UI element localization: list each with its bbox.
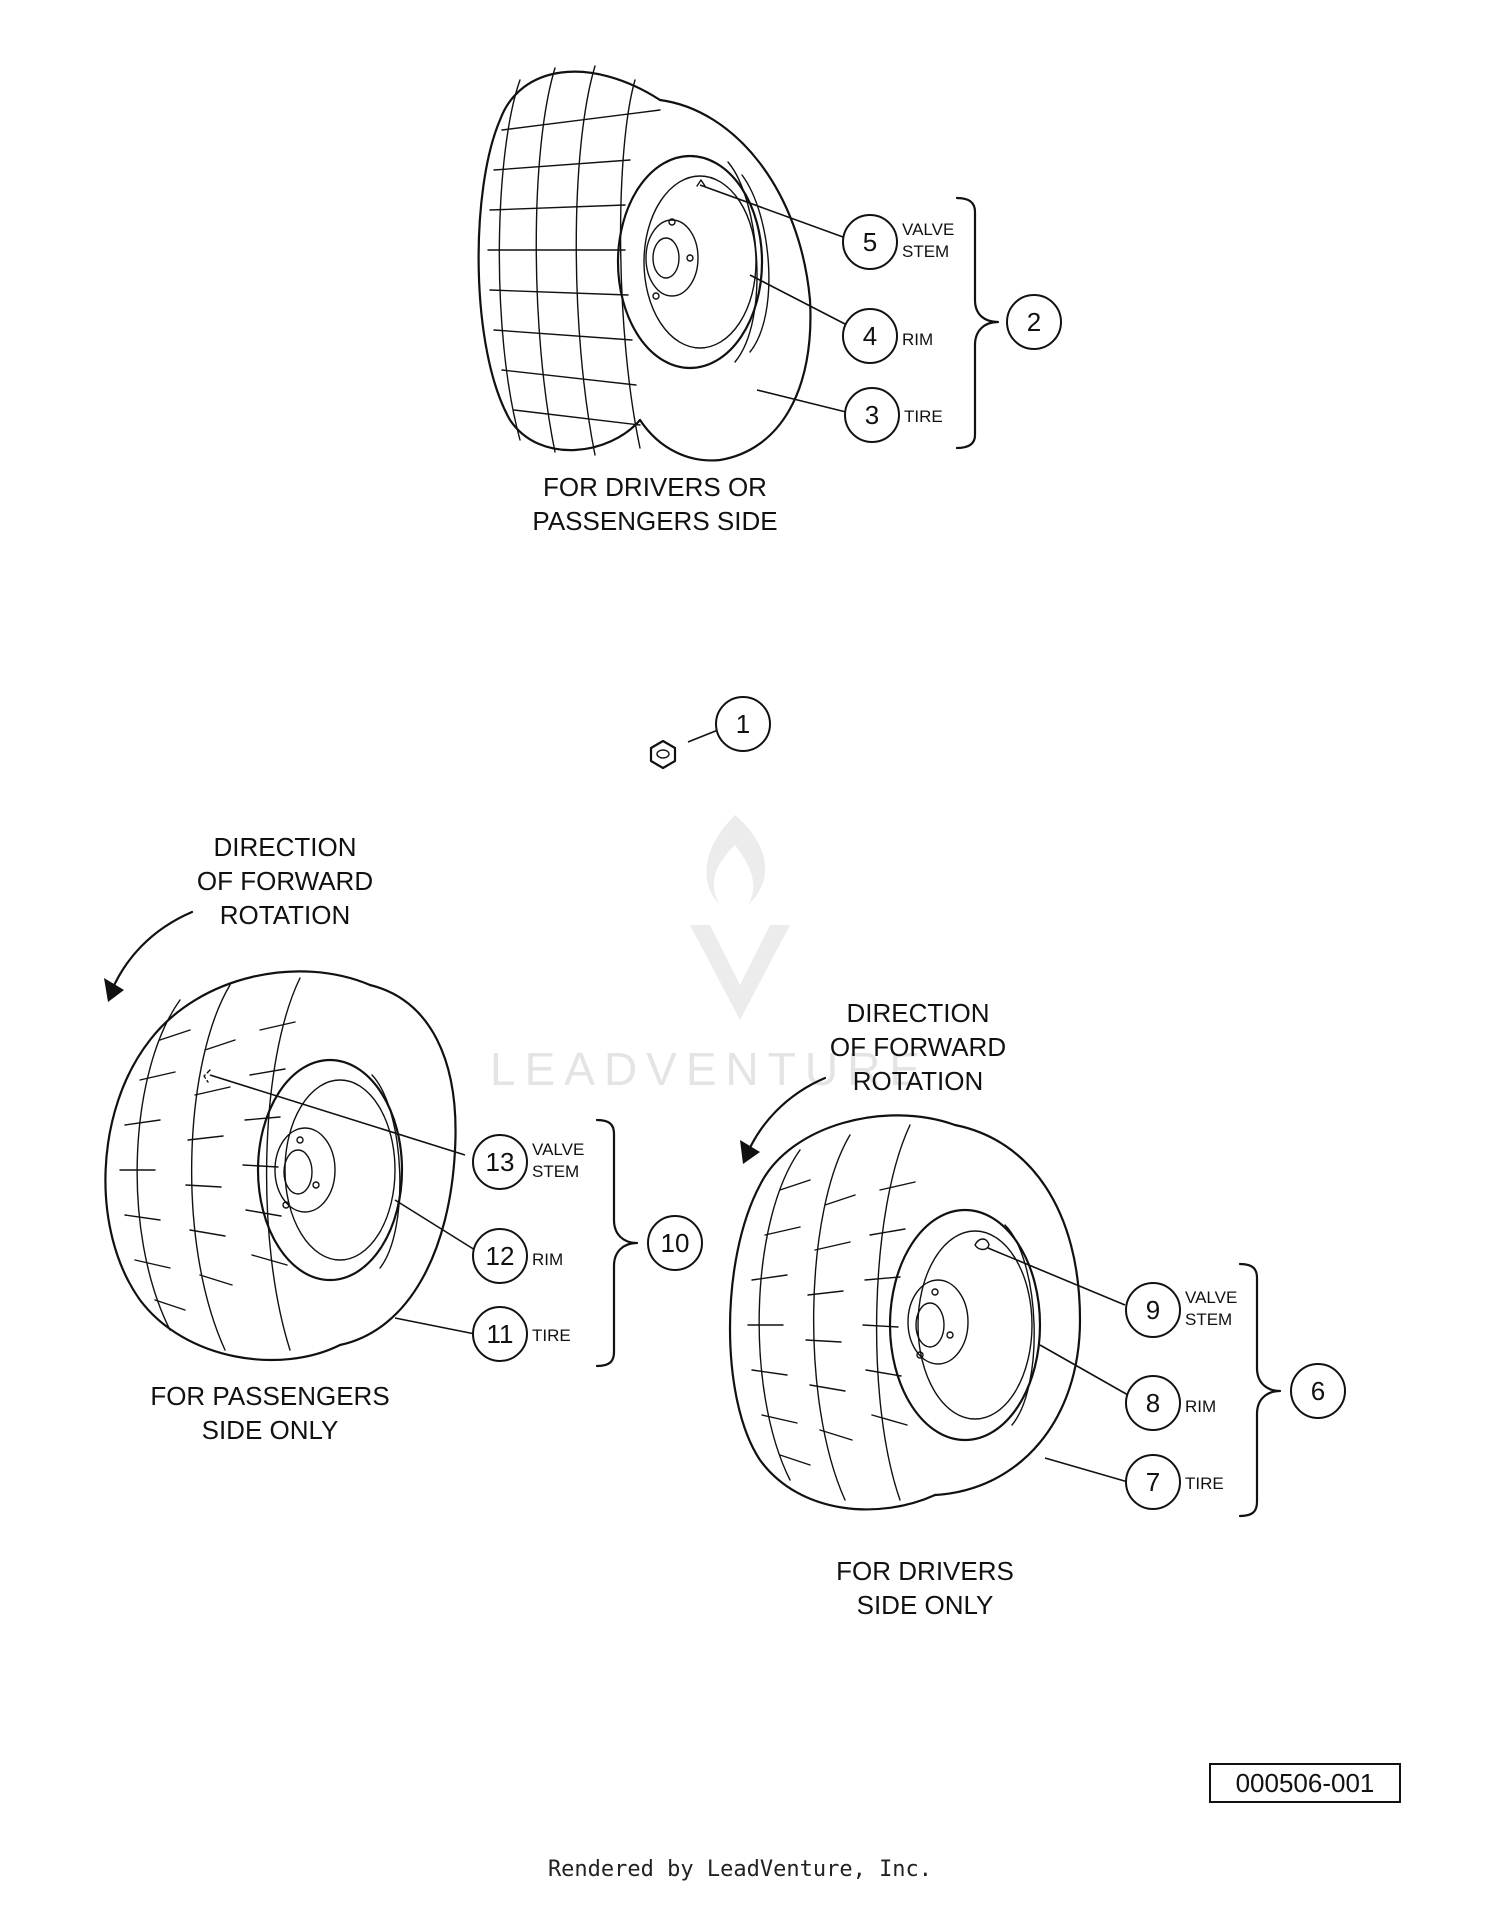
- svg-text:1: 1: [736, 709, 750, 739]
- left-rotation-arrow-icon: [104, 910, 194, 1002]
- caption-top-line1: FOR DRIVERS OR: [543, 472, 767, 502]
- svg-text:4: 4: [863, 321, 877, 351]
- caption-left-line1: FOR PASSENGERS: [150, 1381, 389, 1411]
- svg-text:STEM: STEM: [902, 242, 949, 261]
- nut-icon: [649, 739, 677, 770]
- right-valve-stem-icon: [974, 1238, 990, 1251]
- svg-text:8: 8: [1146, 1388, 1160, 1418]
- svg-text:3: 3: [865, 400, 879, 430]
- svg-text:VALVE: VALVE: [532, 1140, 584, 1159]
- svg-text:RIM: RIM: [1185, 1397, 1216, 1416]
- bracket-left: [595, 1118, 639, 1368]
- top-rim-icon: [616, 154, 770, 370]
- right-wheel: [728, 1114, 1082, 1511]
- left-wheel: [104, 970, 457, 1362]
- right-tire-icon: [728, 1114, 1082, 1511]
- svg-text:TIRE: TIRE: [532, 1326, 571, 1345]
- left-rim-icon: [256, 1058, 404, 1282]
- watermark-text: LEADVENTURE: [490, 1043, 929, 1095]
- callout-12[interactable]: 12 RIM: [472, 1228, 563, 1284]
- callout-8[interactable]: 8 RIM: [1125, 1375, 1216, 1431]
- svg-text:RIM: RIM: [902, 330, 933, 349]
- top-valve-stem-icon: [696, 179, 706, 187]
- svg-text:STEM: STEM: [1185, 1310, 1232, 1329]
- svg-text:ROTATION: ROTATION: [220, 900, 350, 930]
- svg-text:ROTATION: ROTATION: [853, 1066, 983, 1096]
- svg-text:TIRE: TIRE: [904, 407, 943, 426]
- svg-text:DIRECTION: DIRECTION: [214, 832, 357, 862]
- caption-right-line1: FOR DRIVERS: [836, 1556, 1014, 1586]
- callout-3[interactable]: 3 TIRE: [844, 387, 943, 443]
- right-rim-icon: [888, 1208, 1042, 1442]
- caption-right-line2: SIDE ONLY: [857, 1590, 994, 1620]
- svg-text:STEM: STEM: [532, 1162, 579, 1181]
- svg-text:9: 9: [1146, 1295, 1160, 1325]
- svg-text:11: 11: [487, 1319, 514, 1349]
- diagram-code: 000506-001: [1236, 1768, 1375, 1798]
- svg-text:OF FORWARD: OF FORWARD: [197, 866, 373, 896]
- svg-text:13: 13: [486, 1147, 515, 1177]
- right-rotation-label: DIRECTION OF FORWARD ROTATION: [830, 998, 1006, 1096]
- svg-text:DIRECTION: DIRECTION: [847, 998, 990, 1028]
- callout-7[interactable]: 7 TIRE: [1125, 1454, 1224, 1510]
- top-tire-tread-icon: [477, 65, 812, 462]
- svg-text:7: 7: [1146, 1467, 1160, 1497]
- svg-text:5: 5: [863, 227, 877, 257]
- left-tire-icon: [104, 970, 457, 1362]
- svg-text:OF FORWARD: OF FORWARD: [830, 1032, 1006, 1062]
- callout-5[interactable]: 5 VALVE STEM: [842, 214, 954, 270]
- svg-text:TIRE: TIRE: [1185, 1474, 1224, 1493]
- flame-logo-icon: [690, 815, 790, 1020]
- callout-13[interactable]: 13 VALVE STEM: [472, 1134, 584, 1190]
- svg-text:RIM: RIM: [532, 1250, 563, 1269]
- callout-9[interactable]: 9 VALVE STEM: [1125, 1282, 1237, 1338]
- caption-top-line2: PASSENGERS SIDE: [532, 506, 777, 536]
- footer-credit: Rendered by LeadVenture, Inc.: [548, 1857, 932, 1882]
- callout-4[interactable]: 4 RIM: [842, 308, 933, 364]
- svg-text:12: 12: [486, 1241, 515, 1271]
- bracket-top: [955, 196, 1000, 450]
- callout-10[interactable]: 10: [647, 1215, 703, 1271]
- right-rotation-arrow-icon: [740, 1076, 827, 1164]
- callout-11[interactable]: 11 TIRE: [472, 1306, 571, 1362]
- caption-left-line2: SIDE ONLY: [202, 1415, 339, 1445]
- bracket-right: [1238, 1262, 1282, 1518]
- callout-6[interactable]: 6: [1290, 1363, 1346, 1419]
- svg-text:6: 6: [1311, 1376, 1325, 1406]
- svg-text:2: 2: [1027, 307, 1041, 337]
- svg-text:VALVE: VALVE: [902, 220, 954, 239]
- top-wheel: [477, 65, 812, 462]
- left-rotation-label: DIRECTION OF FORWARD ROTATION: [197, 832, 373, 930]
- diagram-code-box: 000506-001: [1209, 1763, 1401, 1803]
- watermark: LEADVENTURE: [490, 815, 929, 1095]
- svg-text:VALVE: VALVE: [1185, 1288, 1237, 1307]
- svg-text:10: 10: [661, 1228, 690, 1258]
- callout-1[interactable]: 1: [715, 696, 771, 752]
- callout-2[interactable]: 2: [1006, 294, 1062, 350]
